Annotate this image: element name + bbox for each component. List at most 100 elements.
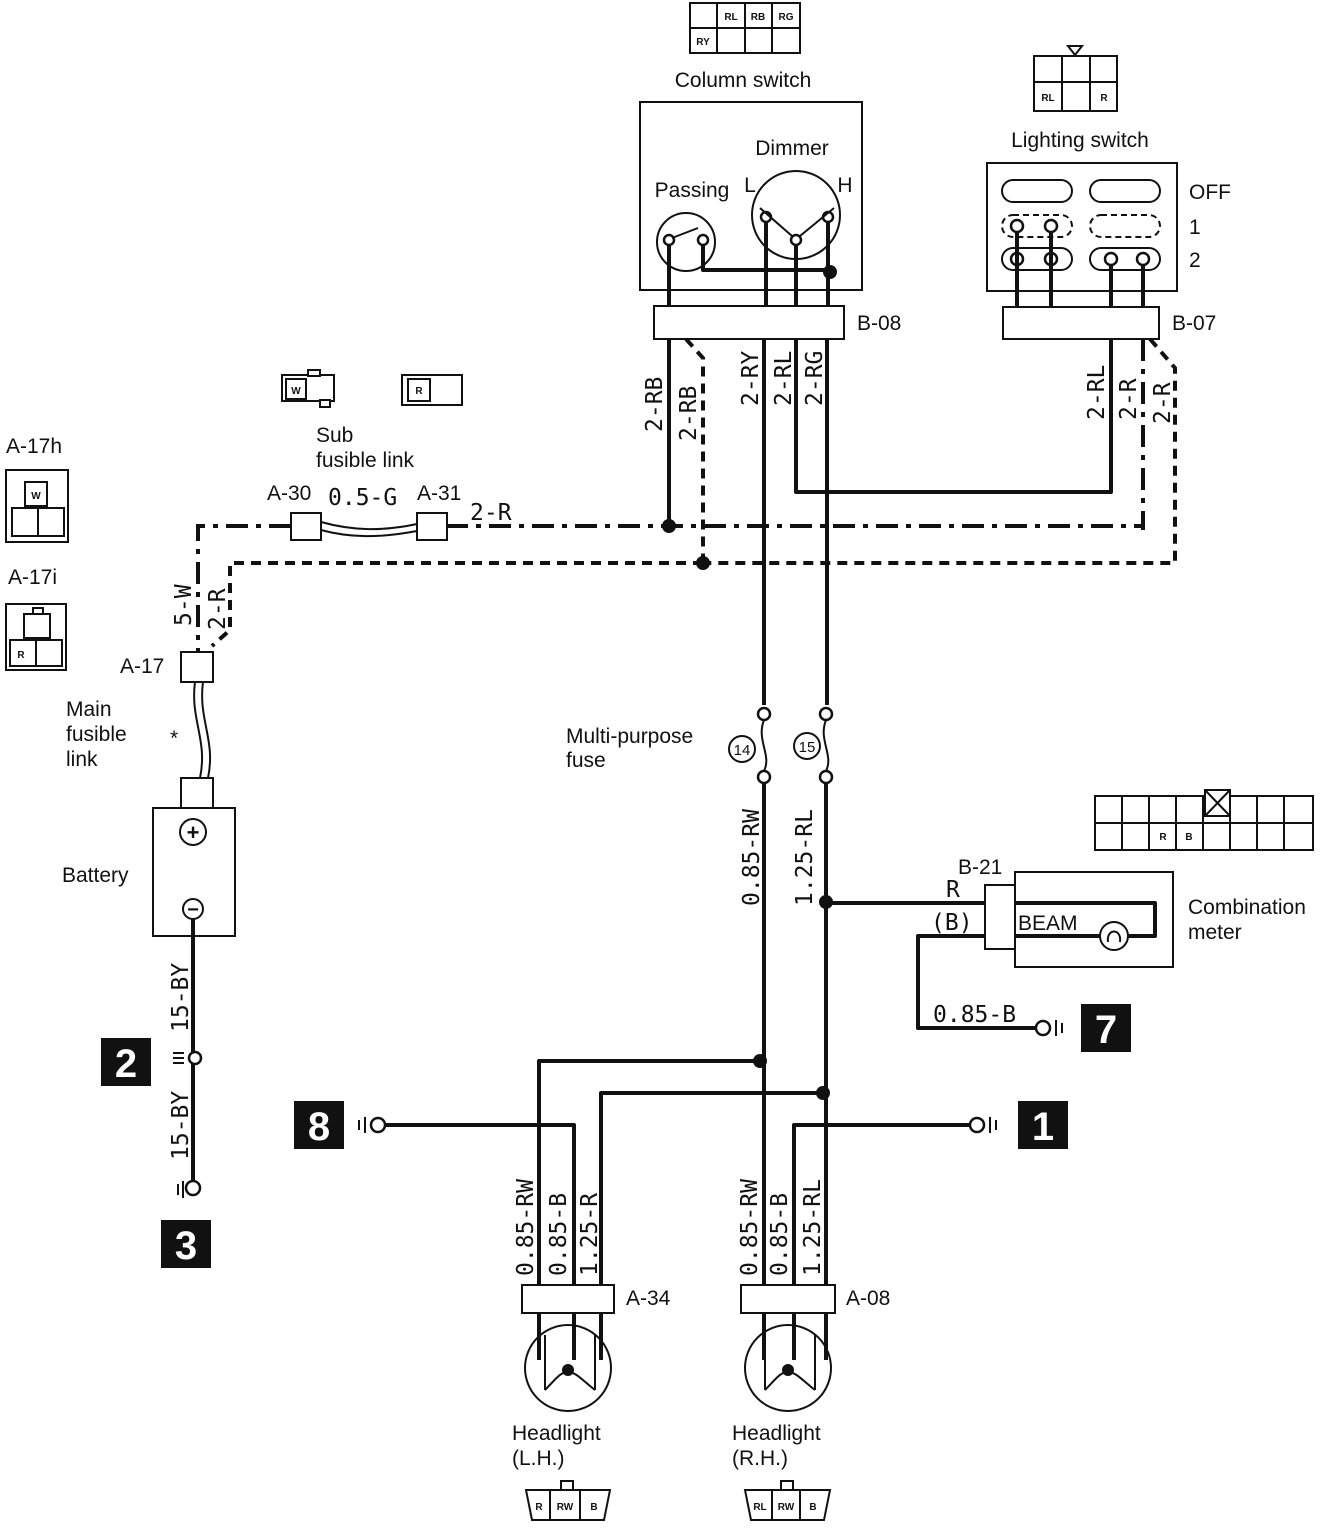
wire-label-2-ry: 2-RY — [738, 350, 764, 406]
connector-a08-label: A-08 — [846, 1287, 890, 1310]
battery-positive: + — [187, 820, 200, 845]
column-switch-internal-wires — [667, 222, 837, 306]
connector-a17i-face: R — [5, 603, 67, 671]
battery-ground-splice — [187, 1050, 203, 1066]
ground-8-symbol — [358, 1116, 387, 1134]
ground-3-symbol — [177, 1179, 202, 1198]
headlight-lh-label-2: (L.H.) — [512, 1447, 565, 1470]
ground-1-symbol — [968, 1116, 997, 1134]
wire-label-rh-rw: 0.85-RW — [737, 1179, 763, 1276]
beam-indicator-lamp — [1099, 921, 1129, 951]
connector-a17i-label: A-17i — [8, 566, 57, 589]
headlight-rh-connector-face: RL RW B — [743, 1480, 832, 1521]
wire-0-85-rw-lh — [537, 1059, 764, 1285]
wire-2-r-bus — [446, 524, 1145, 530]
connector-b08-label: B-08 — [857, 312, 901, 335]
battery-label: Battery — [62, 864, 129, 887]
wire-label-2-rl-column: 2-RL — [771, 351, 797, 406]
pin-r: R — [415, 386, 423, 397]
headlight-lh-label-1: Headlight — [512, 1422, 601, 1445]
combination-meter-body: BEAM — [1014, 871, 1174, 968]
wire-label-2-rb: 2-RB — [642, 377, 668, 432]
headlight-lh-connector-face: R RW B — [524, 1480, 612, 1521]
combination-meter-connector-face: R B — [1094, 789, 1314, 851]
main-fusible-link-wire — [193, 681, 204, 779]
sub-link-connector-r: R — [401, 374, 463, 406]
fuse-14: 14 — [728, 706, 772, 785]
pin-rw: RW — [778, 1502, 795, 1513]
pin-rg: RG — [779, 12, 794, 23]
dimmer-label: Dimmer — [755, 137, 829, 160]
connector-b21-label: B-21 — [958, 856, 1002, 879]
dimmer-high-label: H — [837, 174, 852, 197]
ground-number-8: 8 — [308, 1105, 330, 1149]
lighting-switch-connector-face: RL R — [1033, 45, 1118, 112]
headlight-lh-bulb — [524, 1313, 612, 1412]
fuse-label-1: Multi-purpose — [566, 725, 693, 748]
lighting-switch-body: OFF 1 2 — [986, 162, 1231, 307]
fuse-number-14: 14 — [734, 742, 751, 759]
headlight-rh-bulb — [744, 1313, 832, 1412]
ground-number-2: 2 — [115, 1042, 137, 1086]
wire-label-0-85-rw-trunk: 0.85-RW — [739, 809, 765, 906]
wire-label-rh-b: 0.85-B — [767, 1193, 793, 1276]
pin-r: R — [1100, 93, 1108, 104]
wire-label-1-25-rl-trunk: 1.25-RL — [792, 809, 818, 906]
wire-label-0-85-b-meter: 0.85-B — [933, 1002, 1016, 1028]
wire-label-a17-2-r: 2-R — [205, 588, 231, 630]
wire-label-2-r-lighting-dashed: 2-R — [1150, 382, 1176, 424]
wire-2-ry: 2-RY — [738, 339, 766, 705]
wire-label-a31-2-r: 2-R — [470, 500, 512, 526]
wire-label-lh-r: 1.25-R — [577, 1193, 603, 1276]
connector-a08 — [740, 1284, 836, 1314]
ground-2-box — [101, 1038, 151, 1086]
connector-a17-label: A-17 — [120, 655, 164, 678]
pin-rl: RL — [724, 12, 737, 23]
main-link-mark: * — [170, 727, 178, 750]
pin-rb: RB — [751, 12, 765, 23]
pin-r: R — [535, 1502, 543, 1513]
wire-2-rl-column: 2-RL — [771, 339, 1113, 494]
pin-rl: RL — [1041, 93, 1054, 104]
wire-label-15-by-upper: 15-BY — [168, 963, 194, 1032]
pin-rw: RW — [557, 1502, 574, 1513]
connector-a34 — [521, 1284, 615, 1314]
pin-w: W — [291, 386, 301, 397]
wire-5-w — [196, 524, 291, 652]
wire-label-2-rl-lighting: 2-RL — [1084, 365, 1110, 420]
connector-a31-label: A-31 — [417, 482, 461, 505]
wire-label-5-w: 5-W — [171, 584, 197, 626]
position-off: OFF — [1189, 181, 1231, 204]
combination-meter-label-2: meter — [1188, 921, 1242, 944]
connector-b07 — [1002, 306, 1160, 340]
ground-7-box — [1081, 1004, 1131, 1052]
wire-1-25-r-lh — [599, 1091, 826, 1285]
wire-label-meter-b: (B) — [931, 910, 973, 936]
wire-2-r-dashed-to-a17 — [210, 561, 703, 648]
passing-switch — [656, 212, 716, 272]
battery: + − — [152, 807, 236, 937]
column-switch-body: Dimmer Passing L H — [639, 101, 863, 291]
wire-label-meter-r: R — [946, 877, 960, 903]
wire-2-rb-dashed: 2-RB — [676, 337, 710, 570]
pin-b: B — [590, 1502, 597, 1513]
pin-rl: RL — [753, 1502, 766, 1513]
connector-a17h-label: A-17h — [6, 435, 62, 458]
wire-2-rb: 2-RB — [642, 339, 676, 533]
connector-a34-label: A-34 — [626, 1287, 671, 1310]
column-switch-label: Column switch — [675, 69, 812, 92]
pin-r: R — [17, 650, 25, 661]
pin-b: B — [809, 1502, 816, 1513]
wire-label-0-5-g: 0.5-G — [328, 485, 397, 511]
headlight-rh-label-1: Headlight — [732, 1422, 821, 1445]
wire-label-2-rb-dashed: 2-RB — [676, 386, 702, 441]
wire-0-85-b-rh — [792, 1123, 970, 1285]
fuse-15: 15 — [793, 706, 834, 785]
main-link-label-3: link — [66, 748, 98, 771]
connector-b21 — [984, 884, 1016, 950]
fuse-label-2: fuse — [566, 749, 606, 772]
pin-b: B — [1185, 832, 1192, 843]
connector-a30 — [290, 512, 322, 541]
main-link-label-1: Main — [66, 698, 112, 721]
